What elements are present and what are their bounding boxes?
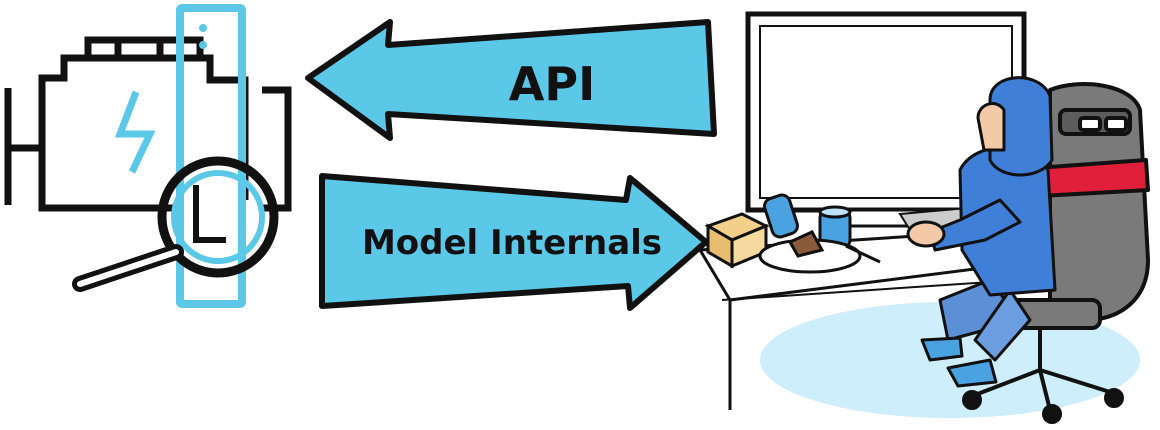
person	[906, 76, 1057, 388]
model-internals-arrow: Model Internals	[319, 173, 709, 311]
person-at-computer-illustration	[697, 11, 1150, 424]
scan-strip	[176, 4, 246, 308]
api-label: API	[509, 57, 595, 111]
soda-cans	[763, 193, 852, 250]
gaming-chair	[962, 82, 1150, 424]
magnifier-icon	[72, 156, 279, 292]
api-arrow: API	[305, 19, 717, 141]
plate	[758, 230, 881, 274]
model-internals-label: Model Internals	[362, 223, 662, 263]
lightning-icon	[114, 90, 156, 174]
engine-inspection-icon	[4, 4, 292, 308]
